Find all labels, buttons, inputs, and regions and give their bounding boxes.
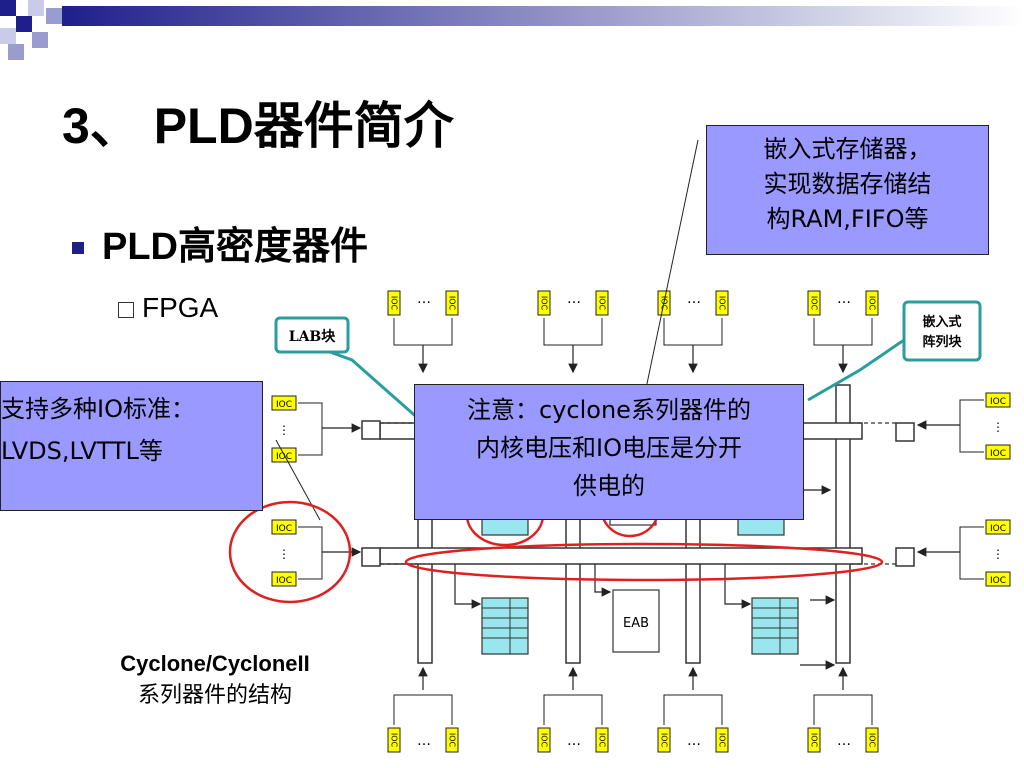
voltage-note-callout: 注意：cyclone系列器件的 内核电压和IO电压是分开 供电的: [414, 384, 804, 520]
ioc-cell: IOC: [537, 727, 551, 753]
caption-line-1: Cyclone/CycloneII: [120, 651, 310, 676]
bullet-text-fpga: FPGA: [142, 292, 219, 323]
svg-text:…: …: [417, 291, 431, 307]
ioc-cell: IOC: [387, 290, 401, 316]
embedded-callout-leader: [643, 139, 699, 399]
eab-label: EAB: [623, 616, 649, 631]
svg-text:⋮: ⋮: [992, 420, 1004, 434]
ioc-cell: IOC: [271, 395, 297, 411]
lab-callout: LAB块: [274, 316, 421, 422]
svg-text:IOC: IOC: [448, 296, 457, 311]
embedded-array-callout: 嵌入式 阵列块: [807, 300, 982, 402]
eab-block: [612, 589, 660, 653]
svg-text:⋮: ⋮: [992, 547, 1004, 561]
slide-title: 3、 PLD器件简介: [62, 98, 454, 154]
svg-text:IOC: IOC: [868, 296, 877, 311]
svg-text:IOC: IOC: [390, 733, 399, 748]
svg-text:IOC: IOC: [868, 733, 877, 748]
ioc-cell: IOC: [985, 392, 1011, 408]
ioc-cell: IOC: [445, 290, 459, 316]
ioc-cell: IOC: [445, 727, 459, 753]
ioc-cell: IOC: [807, 727, 821, 753]
header-decoration: [0, 0, 1024, 60]
callout-line: 实现数据存储结: [763, 170, 932, 198]
ioc-cell: IOC: [657, 727, 671, 753]
svg-text:…: …: [687, 291, 701, 307]
ioc-cell: IOC: [807, 290, 821, 316]
embedded-memory-callout: 嵌入式存储器， 实现数据存储结 构RAM,FIFO等: [706, 125, 989, 255]
svg-text:IOC: IOC: [540, 296, 549, 311]
ioc-cell: IOC: [985, 571, 1011, 587]
svg-text:IOC: IOC: [990, 524, 1006, 534]
ioc-cell: IOC: [865, 290, 879, 316]
ioc-cell: IOC: [271, 571, 297, 587]
callout-line: LVDS,LVTTL等: [1, 437, 163, 465]
svg-text:IOC: IOC: [718, 296, 727, 311]
io-standard-callout: 支持多种IO标准： LVDS,LVTTL等: [0, 381, 263, 511]
ioc-cell: IOC: [537, 290, 551, 316]
lab-label: LAB块: [289, 329, 337, 345]
svg-text:IOC: IOC: [448, 733, 457, 748]
top-ioc-row: IOCIOC…IOCIOC…IOCIOC…IOCIOC…: [387, 290, 879, 374]
row-highlight-ellipse: [404, 542, 884, 582]
bullet-box-icon: [118, 302, 134, 318]
callout-line: 注意：cyclone系列器件的: [467, 396, 751, 424]
diagram-caption: Cyclone/CycloneII 系列器件的结构: [50, 648, 380, 712]
svg-text:IOC: IOC: [276, 524, 292, 534]
svg-text:IOC: IOC: [718, 733, 727, 748]
io-callout-leader: [275, 439, 321, 521]
bullet-square-icon: [72, 242, 84, 254]
embedded-array-label-2: 阵列块: [922, 334, 962, 350]
ioc-cell: IOC: [715, 727, 729, 753]
svg-text:IOC: IOC: [660, 733, 669, 748]
svg-text:IOC: IOC: [598, 296, 607, 311]
ioc-cell: IOC: [985, 444, 1011, 460]
svg-text:…: …: [567, 291, 581, 307]
bottom-ioc-row: IOC IOC … IOC IOC … IOC IOC … IOC IOC …: [387, 666, 879, 753]
svg-text:…: …: [837, 291, 851, 307]
ioc-cell: IOC: [271, 519, 297, 535]
bullet-text-pld: PLD高密度器件: [102, 226, 369, 268]
svg-text:IOC: IOC: [810, 296, 819, 311]
svg-text:⋮: ⋮: [278, 547, 290, 561]
svg-text:IOC: IOC: [390, 296, 399, 311]
svg-text:⋮: ⋮: [278, 423, 290, 437]
svg-text:IOC: IOC: [276, 452, 292, 462]
caption-line-2: 系列器件的结构: [137, 683, 292, 708]
svg-text:…: …: [837, 733, 851, 749]
callout-line: 嵌入式存储器，: [763, 135, 932, 163]
ioc-cell: IOC: [715, 290, 729, 316]
callout-line: 供电的: [573, 472, 645, 500]
svg-text:IOC: IOC: [990, 449, 1006, 459]
ioc-cell: IOC: [595, 727, 609, 753]
embedded-array-label-1: 嵌入式: [922, 314, 961, 330]
svg-text:…: …: [567, 733, 581, 749]
ioc-cell: IOC: [595, 290, 609, 316]
callout-line: 构RAM,FIFO等: [766, 205, 929, 233]
callout-line: 支持多种IO标准：: [1, 395, 195, 423]
side-ioc-columns: IOC IOC ⋮ IOC IOC ⋮ IOC IOC ⋮ IOC IOC ⋮: [271, 392, 1011, 587]
svg-text:IOC: IOC: [540, 733, 549, 748]
svg-text:IOC: IOC: [276, 400, 292, 410]
ioc-cell: IOC: [387, 727, 401, 753]
svg-text:IOC: IOC: [810, 733, 819, 748]
svg-text:IOC: IOC: [598, 733, 607, 748]
svg-text:…: …: [687, 733, 701, 749]
ioc-cell: IOC: [985, 519, 1011, 535]
ioc-cell: IOC: [865, 727, 879, 753]
callout-line: 内核电压和IO电压是分开: [476, 434, 742, 462]
ioc-highlight-circle: [228, 500, 352, 604]
svg-text:IOC: IOC: [276, 576, 292, 586]
svg-text:IOC: IOC: [990, 397, 1006, 407]
svg-text:IOC: IOC: [990, 576, 1006, 586]
svg-text:…: …: [417, 733, 431, 749]
